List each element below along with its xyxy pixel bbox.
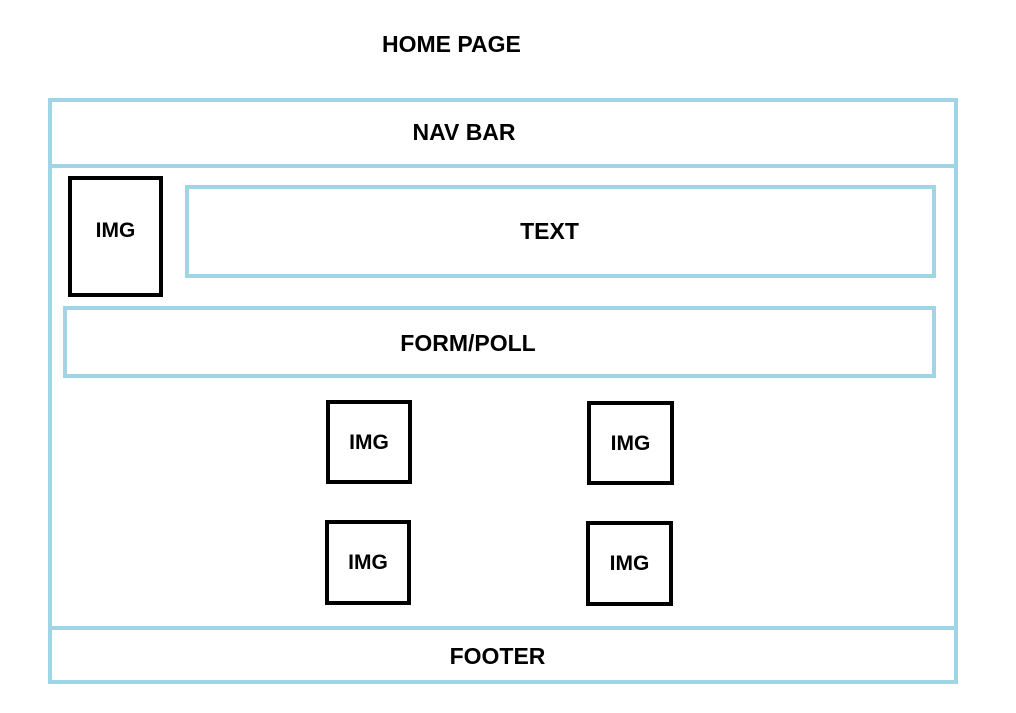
nav-bar-region: NAV BAR [48,98,958,168]
page-title: HOME PAGE [382,31,521,57]
text-region: TEXT [185,185,936,278]
image-placeholder-grid-3: IMG [325,520,411,605]
image-placeholder-grid-1: IMG [326,400,412,484]
nav-bar-label: NAV BAR [412,118,516,145]
footer-label: FOOTER [449,642,546,669]
image-placeholder-label: IMG [95,219,136,242]
form-poll-label: FORM/POLL [400,329,536,356]
image-placeholder-left: IMG [68,176,163,297]
image-placeholder-grid-2: IMG [587,401,674,485]
form-poll-region: FORM/POLL [63,306,936,378]
image-placeholder-label: IMG [609,552,650,575]
image-placeholder-grid-4: IMG [586,521,673,606]
image-placeholder-label: IMG [348,551,388,574]
footer-region: FOOTER [48,626,958,684]
text-region-label: TEXT [520,218,579,244]
image-placeholder-label: IMG [349,430,389,454]
image-placeholder-label: IMG [610,431,651,455]
